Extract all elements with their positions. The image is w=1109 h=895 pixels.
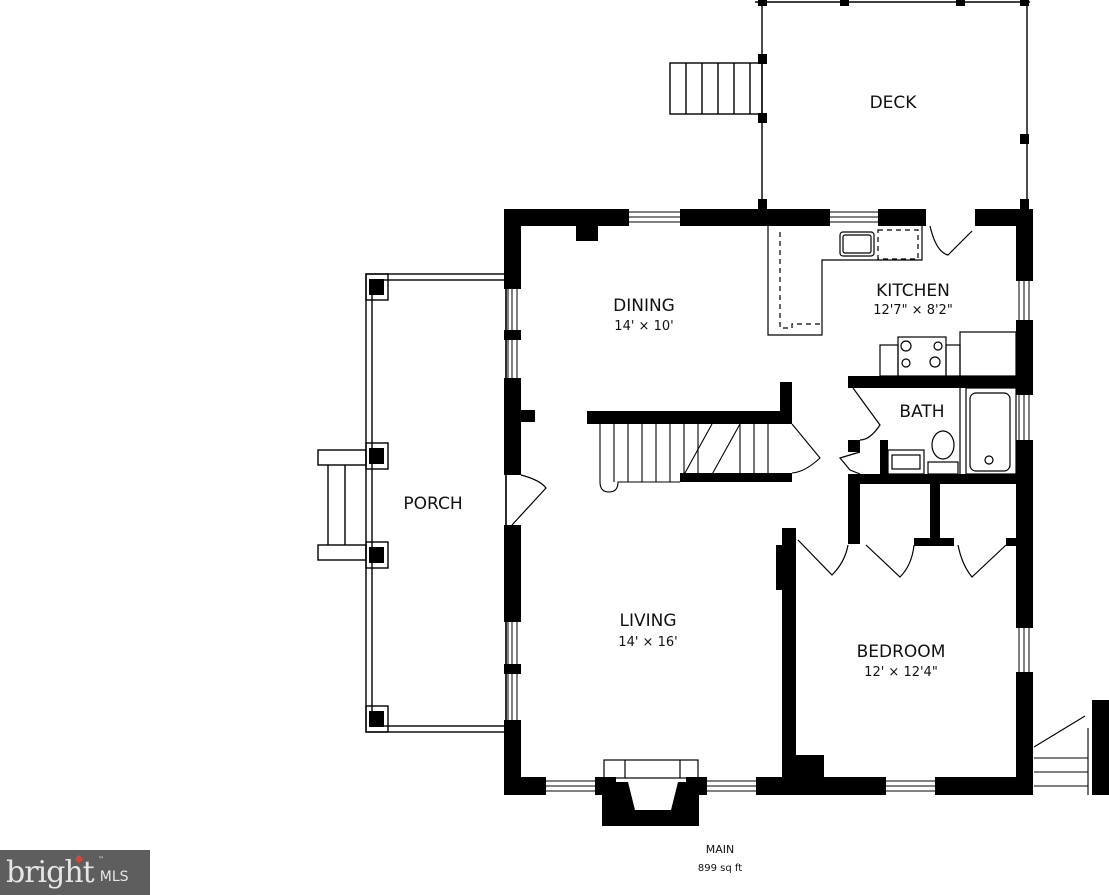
- kitchen-door-swing: [929, 225, 973, 256]
- floor-area: 899 sq ft: [698, 863, 742, 874]
- window-bedroom-right: [1018, 628, 1030, 672]
- logo-trademark: ™: [98, 856, 104, 863]
- deck-posts: [758, 0, 1029, 211]
- room-dim-living: 14' × 16': [618, 635, 677, 650]
- window-bedroom-bottom: [886, 780, 935, 792]
- bath-fixtures: [838, 387, 1017, 475]
- deck-stairs: [669, 62, 763, 115]
- porch-outline: [317, 273, 507, 733]
- fireplace-hearth: [603, 759, 699, 779]
- main-stairs: [599, 423, 821, 493]
- window-kitchen-top: [830, 211, 878, 223]
- window-living-bottom-r: [707, 780, 756, 792]
- room-dim-kitchen: 12'7" × 8'2": [873, 303, 953, 318]
- window-dining-top: [629, 211, 680, 223]
- room-label-bedroom: BEDROOM: [857, 642, 946, 662]
- front-door-swing: [511, 474, 547, 526]
- kitchen-fixtures: [767, 226, 1017, 377]
- window-left-2: [507, 622, 518, 720]
- room-dim-bedroom: 12' × 12'4": [864, 665, 938, 680]
- room-label-kitchen: KITCHEN: [876, 281, 950, 301]
- room-label-porch: PORCH: [403, 494, 462, 514]
- window-left-1: [507, 289, 518, 378]
- porch-posts: [369, 279, 384, 727]
- room-label-deck: DECK: [870, 93, 918, 113]
- windows: [507, 211, 1030, 792]
- side-stairs: [1033, 715, 1089, 795]
- room-label-bath: BATH: [899, 402, 944, 422]
- room-label-living: LIVING: [619, 611, 676, 631]
- room-label-dining: DINING: [613, 296, 675, 316]
- room-dim-dining: 14' × 10': [614, 319, 673, 334]
- window-bath-right: [1018, 395, 1030, 440]
- walls: [504, 209, 1033, 826]
- bright-mls-logo: bright ™ MLS: [0, 850, 150, 895]
- floor-level-name: MAIN: [706, 843, 735, 856]
- window-living-bottom-l: [546, 780, 595, 792]
- window-kitchen-right: [1018, 281, 1030, 320]
- side-wall: [1092, 700, 1109, 795]
- logo-suffix-text: MLS: [99, 868, 129, 885]
- closet-doors: [797, 539, 1007, 578]
- logo-brand-text: bright: [6, 854, 95, 890]
